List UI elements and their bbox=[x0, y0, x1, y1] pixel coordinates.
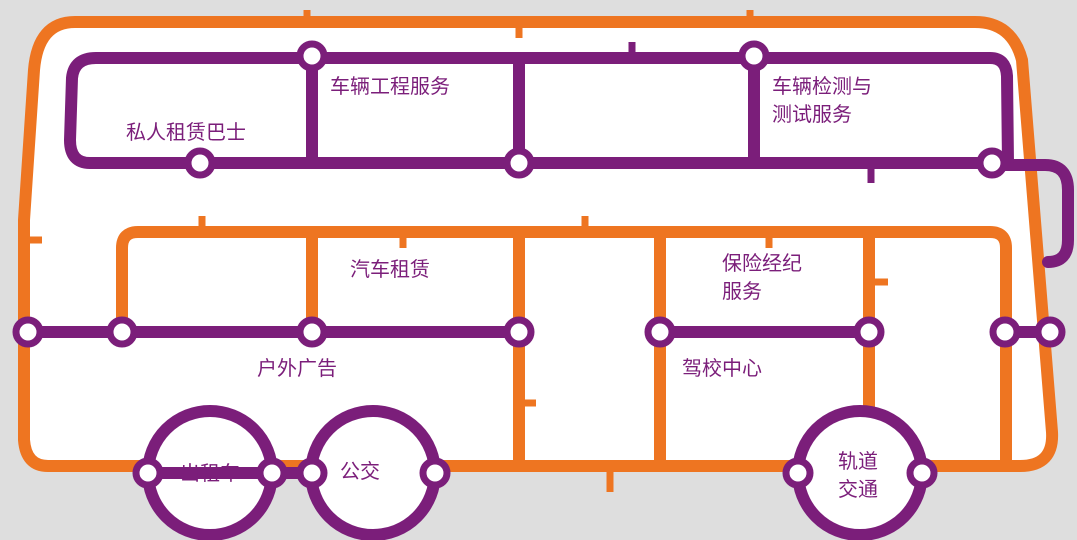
label-insurance-1: 保险经纪 bbox=[722, 251, 802, 275]
station-upper-center bbox=[503, 147, 535, 179]
station-driving-right bbox=[853, 316, 885, 348]
label-outdoor-ads: 户外广告 bbox=[257, 356, 337, 380]
station-rear-1 bbox=[989, 316, 1021, 348]
station-engineering-top bbox=[296, 40, 328, 72]
rear-bumper bbox=[994, 159, 1074, 268]
station-bus-right bbox=[419, 457, 451, 489]
label-taxi: 出租车 bbox=[180, 461, 240, 485]
upper-deck-lines bbox=[64, 52, 1014, 169]
lower-deck-ticks bbox=[198, 216, 888, 407]
body-ticks bbox=[24, 10, 754, 492]
label-private-bus: 私人租赁巴士 bbox=[126, 120, 246, 144]
station-rail-right bbox=[906, 457, 938, 489]
label-car-rental: 汽车租赁 bbox=[350, 257, 430, 281]
station-lower-center bbox=[503, 316, 535, 348]
label-vehicle-testing-1: 车辆检测与 bbox=[772, 74, 872, 98]
station-taxi-left bbox=[132, 457, 164, 489]
upper-deck-ticks bbox=[628, 42, 875, 183]
label-rail-2: 交通 bbox=[838, 477, 878, 501]
wheel-rail bbox=[792, 405, 928, 540]
station-testing-top bbox=[738, 40, 770, 72]
station-upper-rear bbox=[976, 147, 1008, 179]
station-rear-2 bbox=[1034, 316, 1066, 348]
station-driving-left bbox=[644, 316, 676, 348]
station-lower-1 bbox=[106, 316, 138, 348]
station-private-bus bbox=[184, 147, 216, 179]
station-front-edge bbox=[12, 316, 44, 348]
station-outdoor-ads bbox=[296, 316, 328, 348]
label-rail-1: 轨道 bbox=[838, 449, 878, 473]
label-driving-school: 驾校中心 bbox=[682, 356, 762, 380]
label-vehicle-testing-2: 测试服务 bbox=[772, 102, 852, 126]
station-taxi-right bbox=[256, 457, 288, 489]
label-bus: 公交 bbox=[340, 459, 380, 483]
stations bbox=[12, 40, 1066, 489]
station-rail-left bbox=[782, 457, 814, 489]
label-vehicle-engineering: 车辆工程服务 bbox=[330, 74, 450, 98]
station-bus-left bbox=[296, 457, 328, 489]
label-insurance-2: 服务 bbox=[722, 279, 762, 303]
bus-body bbox=[18, 16, 1059, 472]
